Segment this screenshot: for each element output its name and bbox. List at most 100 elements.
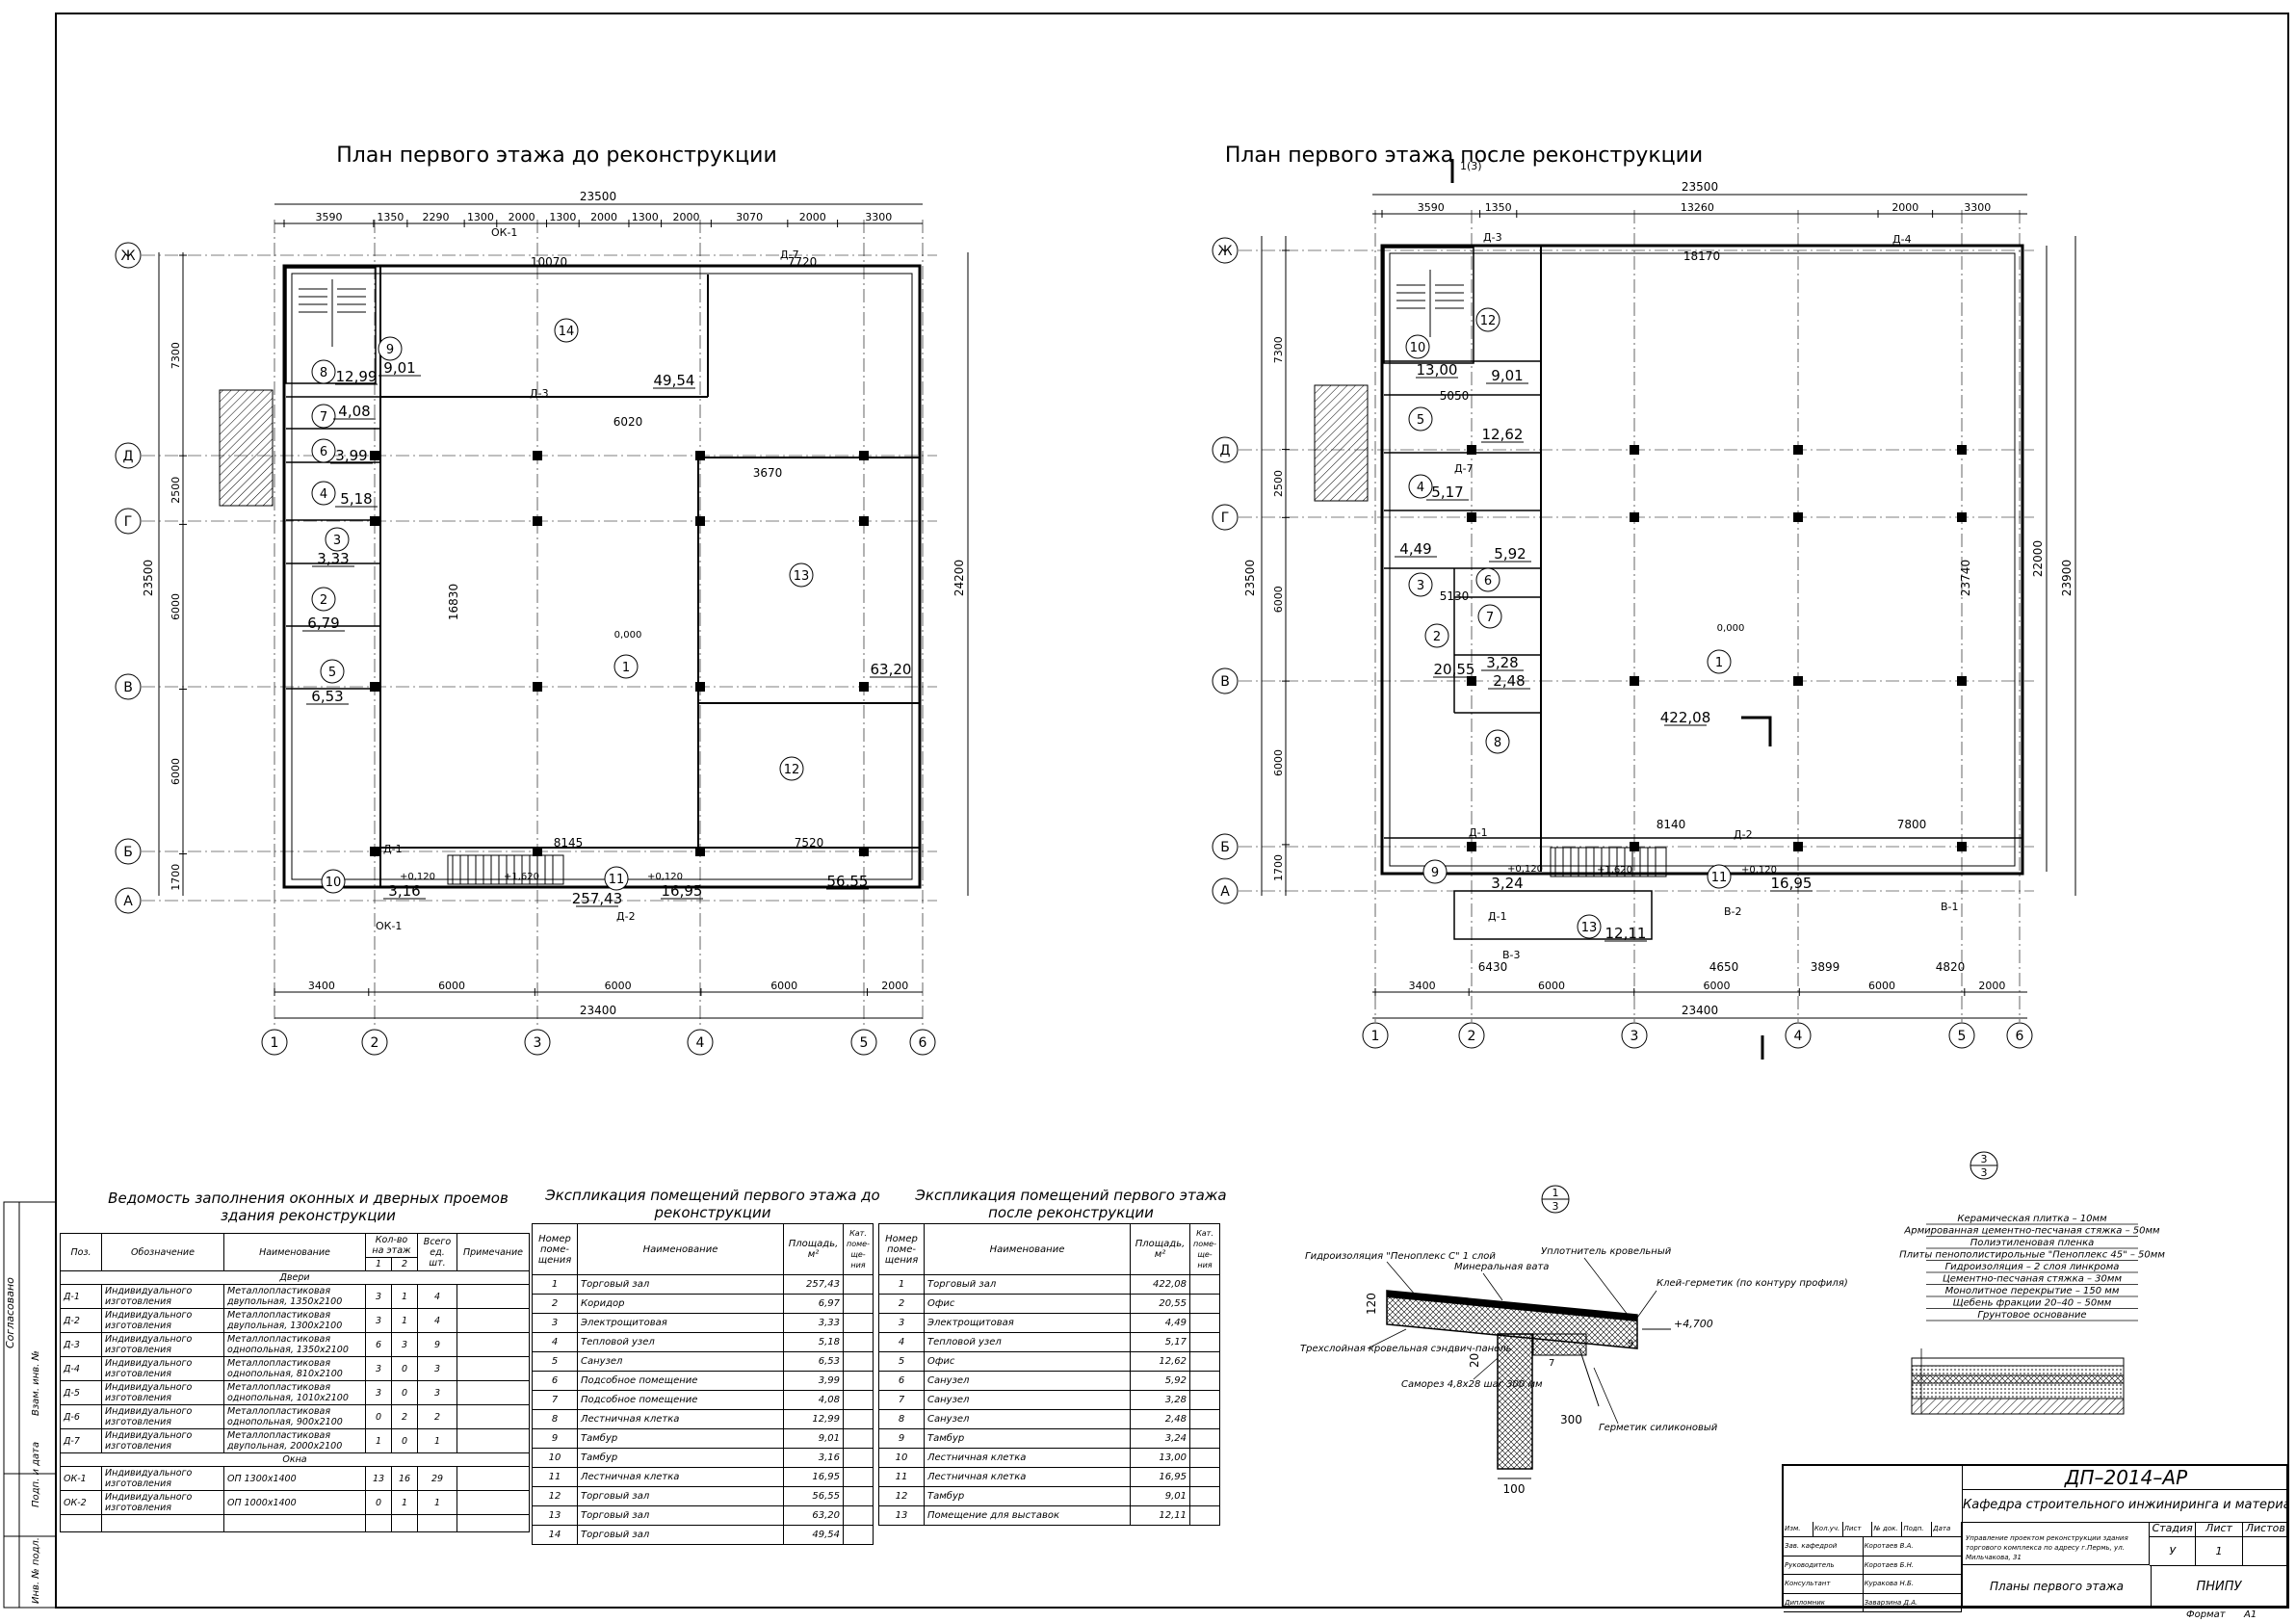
door-pos-6: Д-7 xyxy=(60,1428,102,1453)
svg-text:6000: 6000 xyxy=(1272,749,1285,776)
expl-before-num-4: 5 xyxy=(532,1351,578,1372)
before-axis-letter-4: Б xyxy=(123,845,133,860)
openings-h-floor2: 2 xyxy=(391,1257,418,1271)
expl-before-title: Экспликация помещений первого этажа до р… xyxy=(545,1187,880,1221)
door-d3-before: Д-3 xyxy=(530,387,549,400)
svg-text:14: 14 xyxy=(559,325,575,339)
openings-group-doors: Двери xyxy=(60,1270,530,1285)
svg-text:6000: 6000 xyxy=(170,593,182,620)
after-room-1 xyxy=(1707,649,1732,674)
door-d1-before: Д-1 xyxy=(383,843,403,855)
node1-mark-bottom: 3 xyxy=(1552,1200,1559,1213)
node1-label-screw: Саморез 4,8х28 шаг 300 мм xyxy=(1401,1379,1543,1390)
after-axis-1 xyxy=(1212,436,1239,463)
openings-h-designation: Обозначение xyxy=(101,1233,224,1271)
before-axis-4 xyxy=(115,838,142,865)
dim-overall: 23500 xyxy=(580,190,616,203)
dim-8145: 8145 xyxy=(554,836,584,850)
node3-layer-3: Плиты пенополистирольные "Пеноплекс 45" … xyxy=(1899,1250,2165,1261)
before-columns xyxy=(370,451,869,856)
after-axis-num-3 xyxy=(1785,1022,1812,1049)
expl-before-h-cat: Кат. поме- ще- ния xyxy=(843,1223,874,1275)
before-axis-letter-5: А xyxy=(123,894,133,909)
before-room-1 xyxy=(613,654,639,679)
node1-dim-100: 100 xyxy=(1503,1482,1526,1496)
svg-text:2000: 2000 xyxy=(590,211,617,223)
before-axis-letter-3: В xyxy=(123,680,133,695)
stamp-project: Управление проектом реконструкции здания… xyxy=(1962,1522,2150,1565)
expl-before-table: Номер поме- щения Наименование Площадь, … xyxy=(532,1223,874,1545)
after-area-2: 20,55 xyxy=(1434,661,1475,678)
before-axis-letter-0: Ж xyxy=(120,249,135,264)
door-pos-1: Д-2 xyxy=(60,1308,102,1333)
svg-text:6: 6 xyxy=(1484,574,1492,589)
after-axis-letter-5: А xyxy=(1220,884,1230,900)
dim-overall-after: 23500 xyxy=(1682,180,1718,194)
after-room-13 xyxy=(1577,914,1602,939)
side-stamp-box xyxy=(3,1201,57,1609)
after-axis-num-0 xyxy=(1362,1022,1389,1049)
expl-before-num-11: 12 xyxy=(532,1486,578,1506)
gate-v3: В-3 xyxy=(1502,949,1521,961)
dim-left-total-after: 23500 xyxy=(1243,560,1257,596)
level-mark-stairs-after: +1,620 xyxy=(1597,865,1632,876)
after-axis-num-4 xyxy=(1948,1022,1975,1049)
svg-text:4: 4 xyxy=(1417,481,1424,495)
expl-before-num-13: 14 xyxy=(532,1525,578,1545)
svg-text:6000: 6000 xyxy=(605,980,632,992)
expl-before-num-2: 3 xyxy=(532,1313,578,1333)
svg-text:4: 4 xyxy=(320,487,327,502)
before-axis-1 xyxy=(115,442,142,469)
node-3-detail: 3 3 Керамическая плитка – 10ммАрмированн… xyxy=(1899,1151,2165,1415)
after-area-6: 5,92 xyxy=(1494,545,1526,562)
expl-before-num-6: 7 xyxy=(532,1390,578,1410)
expl-before-num-0: 1 xyxy=(532,1274,578,1295)
before-axis-letter-1: Д xyxy=(123,449,134,464)
expl-before-num-9: 10 xyxy=(532,1448,578,1468)
window-pos-0: ОК-1 xyxy=(60,1466,102,1491)
expl-before-num-12: 13 xyxy=(532,1505,578,1526)
svg-text:7300: 7300 xyxy=(170,342,182,369)
before-area-2: 6,79 xyxy=(307,615,339,632)
svg-text:2000: 2000 xyxy=(1978,980,2005,992)
svg-text:9: 9 xyxy=(1431,866,1439,880)
openings-h-note: Примечание xyxy=(457,1233,530,1271)
dim-right-total-before: 24200 xyxy=(952,560,966,596)
door-d2-before: Д-2 xyxy=(616,910,636,923)
door-d3-after: Д-3 xyxy=(1483,231,1502,244)
node1-label-minwool: Минеральная вата xyxy=(1454,1262,1549,1272)
node3-layer-8: Грунтовое основание xyxy=(1977,1310,2086,1321)
door-d7-after: Д-7 xyxy=(1454,462,1474,475)
dim-right-inner-after: 22000 xyxy=(2031,540,2045,577)
after-room-5 xyxy=(1408,406,1433,432)
expl-after-num-8: 9 xyxy=(878,1428,925,1449)
svg-text:6: 6 xyxy=(919,1035,927,1051)
svg-text:1300: 1300 xyxy=(467,211,494,223)
after-room-11 xyxy=(1707,864,1732,889)
node3-layer-5: Цементно-песчаная стяжка – 30мм xyxy=(1943,1274,2122,1285)
svg-text:10: 10 xyxy=(326,876,342,890)
before-room-4 xyxy=(311,481,336,506)
side-inv-original: Инв. № подл. xyxy=(31,1537,41,1604)
door-pos-2: Д-3 xyxy=(60,1332,102,1357)
before-room-13 xyxy=(789,562,814,588)
node3-layer-2: Полиэтиленовая пленка xyxy=(1970,1238,2095,1248)
svg-text:3: 3 xyxy=(333,534,341,548)
after-area-3: 4,49 xyxy=(1399,540,1431,558)
svg-text:3590: 3590 xyxy=(315,211,342,223)
dim-18170: 18170 xyxy=(1683,249,1720,263)
before-axis-num-4 xyxy=(850,1029,877,1056)
